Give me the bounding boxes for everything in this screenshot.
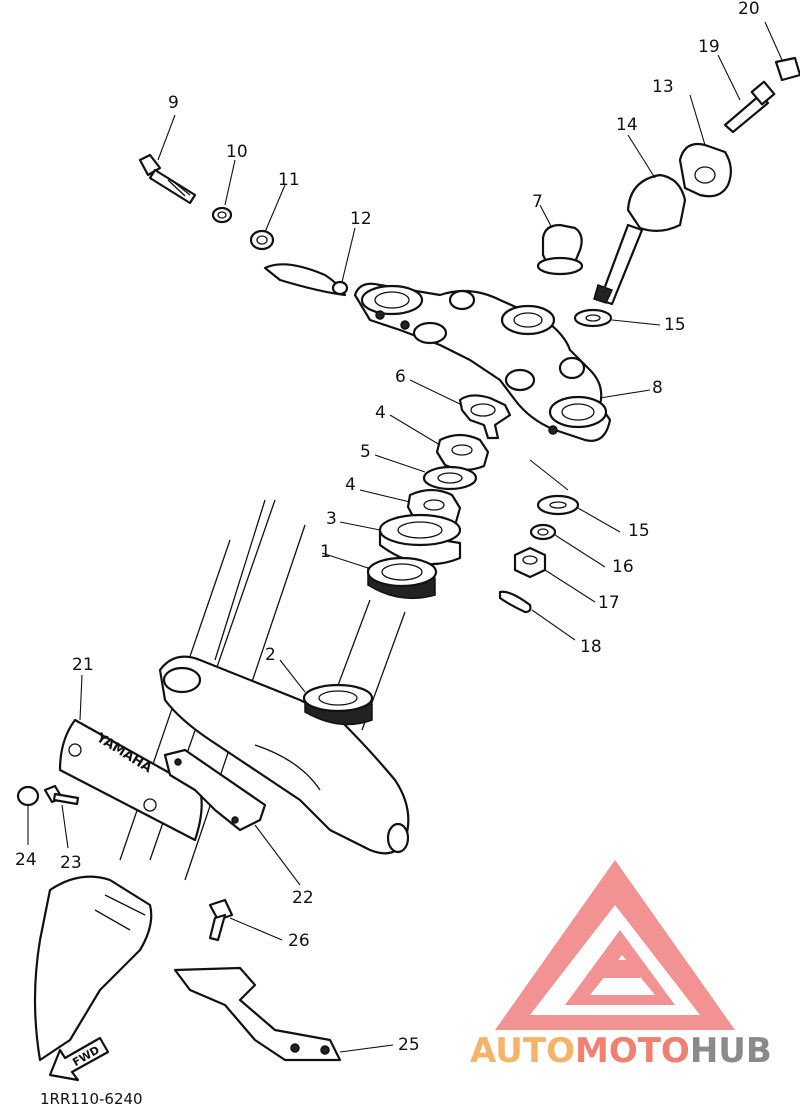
callout-13: 13 — [652, 77, 674, 97]
leader-lines — [27, 21, 783, 1053]
upper-bracket — [353, 282, 612, 442]
callout-7: 7 — [532, 192, 543, 212]
watermark-part3: HUB — [690, 1031, 772, 1071]
callout-9: 9 — [168, 93, 179, 113]
callout-11: 11 — [278, 170, 300, 190]
callout-2: 2 — [265, 645, 276, 665]
callout-4: 4 — [345, 475, 356, 495]
bolt-part-9 — [138, 153, 197, 205]
bolt-part-26 — [208, 898, 234, 942]
lower-bracket — [158, 655, 410, 855]
callout-23: 23 — [60, 853, 82, 873]
nut-part-24 — [16, 785, 40, 807]
callout-1: 1 — [320, 542, 331, 562]
washer-part-15-lower — [536, 494, 580, 516]
nut-part-7 — [536, 223, 584, 276]
bearing-part-2 — [302, 683, 374, 726]
callout-24: 24 — [15, 850, 37, 870]
watermark-text: AUTOMOTOHUB — [470, 1031, 772, 1071]
lock-washer-part-16 — [529, 523, 557, 541]
screw-part-23 — [43, 784, 80, 806]
bracket-part-22 — [163, 748, 267, 832]
nut-part-20 — [774, 56, 800, 82]
washer-part-5 — [422, 465, 478, 491]
callout-numbers: 1234456789101112131415151617181920212223… — [15, 0, 760, 1055]
callout-6: 6 — [395, 367, 406, 387]
callout-22: 22 — [292, 888, 314, 908]
handlebar-holder-part-14 — [593, 173, 687, 306]
callout-3: 3 — [326, 509, 337, 529]
callout-19: 19 — [698, 37, 720, 57]
watermark-part2: MOTO — [575, 1031, 690, 1071]
callout-21: 21 — [72, 655, 94, 675]
washer-part-11 — [249, 229, 275, 251]
lock-washer-part-10 — [211, 206, 233, 224]
cotter-pin-part-18 — [498, 590, 532, 614]
nut-part-17 — [513, 546, 547, 579]
callout-15: 15 — [628, 521, 650, 541]
callout-16: 16 — [612, 557, 634, 577]
callout-12: 12 — [350, 209, 372, 229]
callout-10: 10 — [226, 142, 248, 162]
svg-text:AUTOMOTOHUB: AUTOMOTOHUB — [470, 1031, 772, 1071]
clip-part-12 — [263, 263, 349, 297]
fork-lower-left — [33, 875, 153, 1062]
callout-26: 26 — [288, 931, 310, 951]
callout-25: 25 — [398, 1035, 420, 1055]
watermark-part1: AUTO — [470, 1031, 575, 1071]
callout-17: 17 — [598, 593, 620, 613]
bearing-cover-part-3 — [378, 513, 462, 566]
handlebar-cap-part-13 — [678, 142, 732, 198]
callout-20: 20 — [738, 0, 760, 19]
callout-18: 18 — [580, 637, 602, 657]
hose-holder-part-25 — [173, 966, 342, 1062]
callout-8: 8 — [652, 378, 663, 398]
bolt-part-19 — [723, 80, 776, 134]
diagram-code: 1RR110-6240 — [40, 1090, 143, 1108]
watermark-logo-icon — [495, 860, 735, 1030]
bearing-part-1 — [366, 556, 438, 600]
lock-washer-part-6 — [458, 394, 512, 440]
callout-14: 14 — [616, 115, 638, 135]
ring-nut-part-4-upper — [435, 433, 490, 471]
callout-15: 15 — [664, 315, 686, 335]
callout-4: 4 — [375, 403, 386, 423]
washer-part-15-upper — [573, 308, 613, 328]
callout-5: 5 — [360, 442, 371, 462]
